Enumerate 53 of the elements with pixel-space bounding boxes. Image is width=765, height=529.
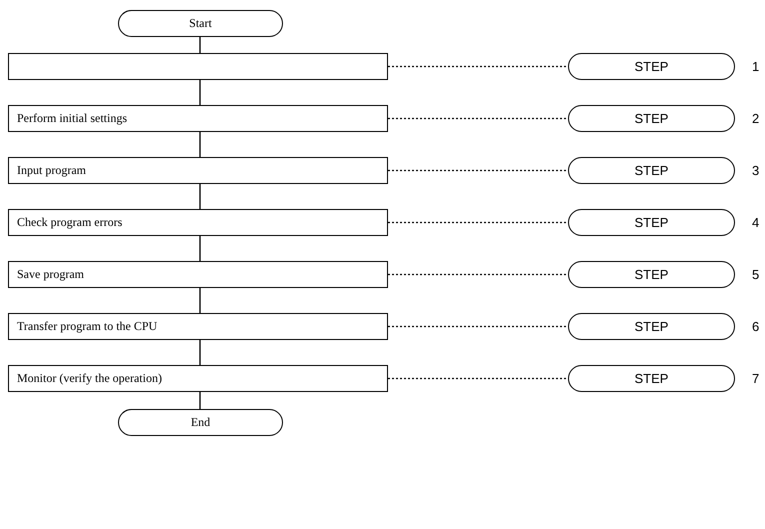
step-number: 5 (752, 267, 760, 282)
node-label: Check program errors (17, 215, 122, 230)
step-badge (568, 157, 735, 184)
connector-line (199, 288, 201, 313)
step-badge (568, 261, 735, 288)
node-label: End (190, 415, 210, 430)
node-label: STEP (634, 371, 668, 386)
node-label: STEP (634, 319, 668, 334)
node-label: Transfer program to the CPU (17, 319, 158, 334)
node-label: Input program (17, 163, 86, 178)
node-label: STEP (634, 163, 668, 178)
node-label: STEP (634, 111, 668, 126)
step-badge (568, 313, 735, 340)
connector-line (199, 132, 201, 157)
node-label: Save program (17, 267, 84, 282)
dotted-connector (388, 326, 568, 328)
connector-line (199, 80, 201, 105)
step-badge (568, 365, 735, 392)
node-label: Monitor (verify the operation) (17, 371, 162, 386)
dotted-connector (388, 222, 568, 224)
terminal-shape (118, 409, 283, 436)
step-number: 6 (752, 319, 760, 334)
connector-line (199, 340, 201, 365)
process-box (8, 261, 388, 288)
step-number: 4 (752, 215, 760, 230)
step-number: 1 (752, 59, 760, 74)
dotted-connector (388, 66, 568, 68)
process-box (8, 157, 388, 184)
step-number: 2 (752, 111, 760, 126)
step-number: 7 (752, 371, 760, 386)
process-box (8, 365, 388, 392)
process-box (8, 53, 388, 80)
step-badge (568, 105, 735, 132)
node-label: STEP (634, 215, 668, 230)
process-box (8, 105, 388, 132)
node-label: Start (189, 16, 212, 31)
dotted-connector (388, 274, 568, 276)
node-label: Perform initial settings (17, 111, 127, 126)
terminal-shape (118, 10, 283, 37)
dotted-connector (388, 378, 568, 380)
step-number: 3 (752, 163, 760, 178)
connector-line (199, 37, 201, 53)
node-label: STEP (634, 59, 668, 74)
step-badge (568, 53, 735, 80)
process-box (8, 209, 388, 236)
step-badge (568, 209, 735, 236)
connector-line (199, 184, 201, 209)
connector-line (199, 236, 201, 261)
node-label: STEP (634, 267, 668, 282)
connector-line (199, 392, 201, 409)
process-box (8, 313, 388, 340)
dotted-connector (388, 118, 568, 120)
dotted-connector (388, 170, 568, 172)
